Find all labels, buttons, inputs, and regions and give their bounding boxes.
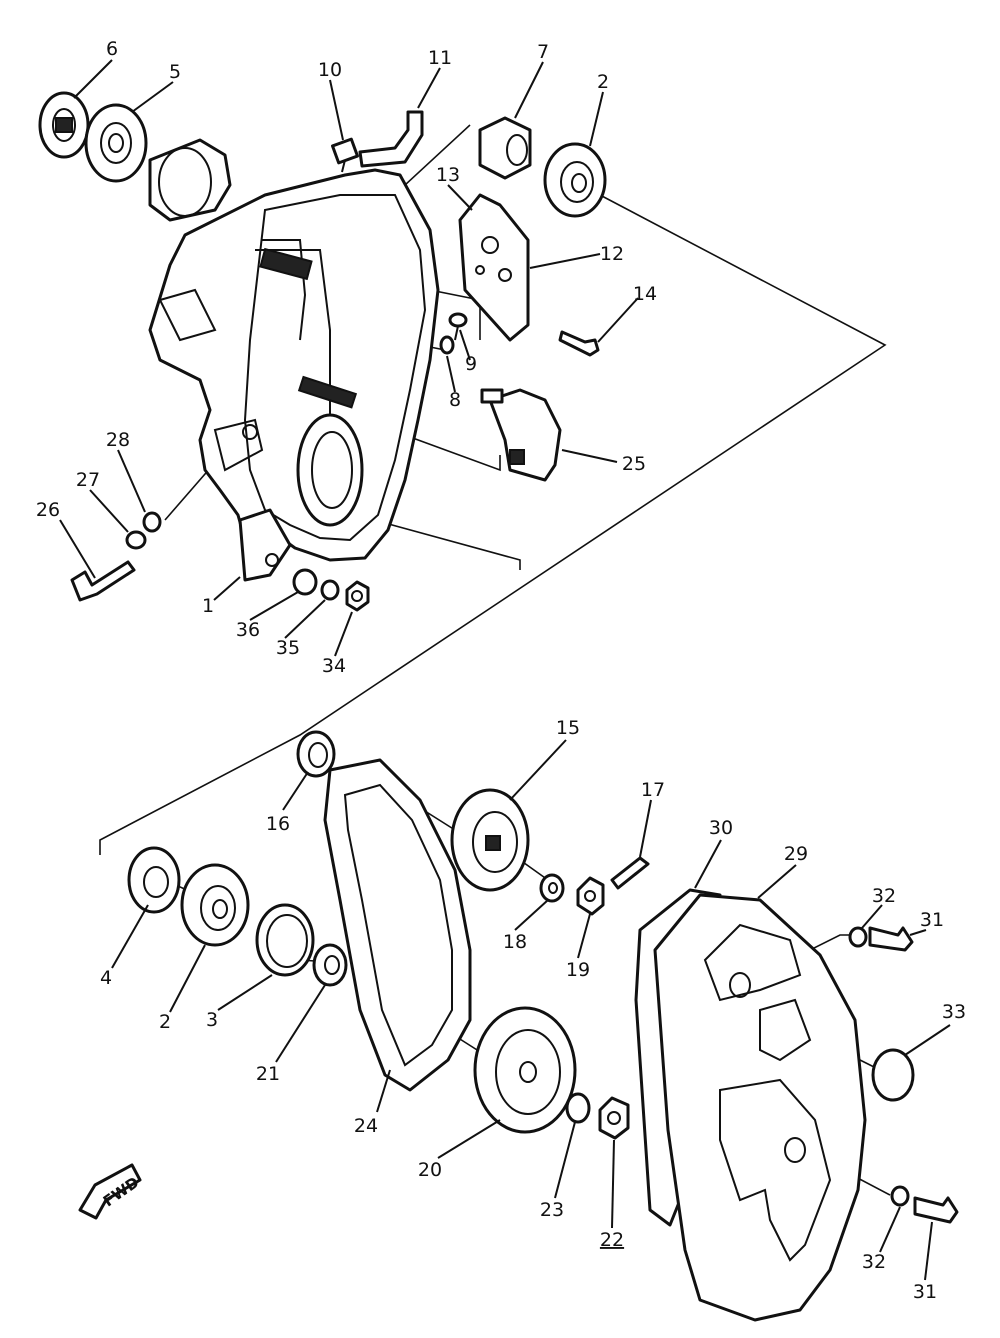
oil-seal-4 bbox=[127, 846, 181, 914]
callout-9: 9 bbox=[465, 353, 477, 375]
callout-4: 4 bbox=[100, 967, 112, 989]
callout-24: 24 bbox=[354, 1115, 378, 1137]
collar-7 bbox=[478, 116, 532, 180]
circlip-3 bbox=[255, 903, 315, 977]
callout-30: 30 bbox=[709, 817, 733, 839]
nut-34 bbox=[345, 580, 370, 612]
callout-14: 14 bbox=[633, 283, 657, 305]
washer-36 bbox=[292, 568, 318, 596]
callout-22: 22 bbox=[600, 1229, 624, 1251]
callout-23: 23 bbox=[540, 1199, 564, 1221]
callout-21: 21 bbox=[256, 1063, 280, 1085]
callout-2-lower: 2 bbox=[159, 1011, 171, 1033]
callout-35: 35 bbox=[276, 637, 300, 659]
callout-27: 27 bbox=[76, 469, 100, 491]
callout-5: 5 bbox=[169, 61, 181, 83]
callout-28: 28 bbox=[106, 429, 130, 451]
callout-16: 16 bbox=[266, 813, 290, 835]
washer-32-top bbox=[848, 926, 868, 948]
chain-case-cover-29 bbox=[653, 893, 867, 1322]
callout-29: 29 bbox=[784, 843, 808, 865]
forward-direction-arrow: FWD bbox=[78, 1163, 142, 1220]
bearing-6 bbox=[38, 91, 90, 159]
callout-8: 8 bbox=[449, 389, 461, 411]
callout-3: 3 bbox=[206, 1009, 218, 1031]
washer-23 bbox=[565, 1092, 591, 1124]
bearing-5 bbox=[84, 103, 148, 183]
callout-7: 7 bbox=[537, 41, 549, 63]
callout-31-top: 31 bbox=[920, 909, 944, 931]
bearing-2-lower bbox=[180, 863, 250, 947]
cotter-pin-17 bbox=[610, 856, 650, 890]
callout-33: 33 bbox=[942, 1001, 966, 1023]
washer-32-bottom bbox=[890, 1185, 910, 1207]
castle-nut-19 bbox=[576, 876, 605, 916]
washer-8 bbox=[439, 335, 455, 355]
driven-sprocket-20 bbox=[473, 1006, 577, 1134]
spacer-21 bbox=[312, 943, 348, 987]
callout-19: 19 bbox=[566, 959, 590, 981]
bolt-9 bbox=[448, 312, 468, 341]
callout-18: 18 bbox=[503, 931, 527, 953]
leader-lines bbox=[59, 59, 951, 1281]
washer-35 bbox=[320, 579, 340, 601]
callout-2-top: 2 bbox=[597, 71, 609, 93]
callout-12: 12 bbox=[600, 243, 624, 265]
chain-case-housing bbox=[148, 138, 440, 582]
cap-33 bbox=[871, 1048, 915, 1102]
bearing-2-top bbox=[543, 142, 607, 218]
drive-sprocket-15 bbox=[450, 788, 530, 892]
callout-34: 34 bbox=[322, 655, 346, 677]
washer-18 bbox=[539, 873, 565, 903]
callout-1: 1 bbox=[202, 595, 214, 617]
bolt-31-bottom bbox=[913, 1196, 959, 1224]
washer-27 bbox=[125, 530, 147, 550]
tensioner-bracket-25 bbox=[480, 388, 562, 482]
callout-17: 17 bbox=[641, 779, 665, 801]
callout-10: 10 bbox=[318, 59, 342, 81]
callout-36: 36 bbox=[236, 619, 260, 641]
screw-14 bbox=[558, 330, 600, 357]
bolt-31-top bbox=[868, 926, 914, 952]
breather-hose-11 bbox=[358, 110, 424, 168]
drive-chain-24 bbox=[323, 758, 472, 1092]
callout-20: 20 bbox=[418, 1159, 442, 1181]
washer-28 bbox=[142, 511, 162, 533]
callout-15: 15 bbox=[556, 717, 580, 739]
tensioner-plate-12-13 bbox=[458, 193, 530, 342]
nut-22 bbox=[598, 1096, 630, 1140]
callout-13: 13 bbox=[436, 164, 460, 186]
callout-31-bottom: 31 bbox=[913, 1281, 937, 1303]
callout-labels: 6 5 10 11 7 2 13 12 14 9 8 25 28 27 26 1… bbox=[36, 38, 966, 1303]
callout-25: 25 bbox=[622, 453, 646, 475]
callout-32-top: 32 bbox=[872, 885, 896, 907]
callout-32-bottom: 32 bbox=[862, 1251, 886, 1273]
callout-26: 26 bbox=[36, 499, 60, 521]
callout-11: 11 bbox=[428, 47, 452, 69]
oil-seal-16 bbox=[296, 730, 336, 778]
breather-fitting-10 bbox=[331, 137, 359, 173]
bolt-26 bbox=[70, 560, 136, 602]
callout-6: 6 bbox=[106, 38, 118, 60]
